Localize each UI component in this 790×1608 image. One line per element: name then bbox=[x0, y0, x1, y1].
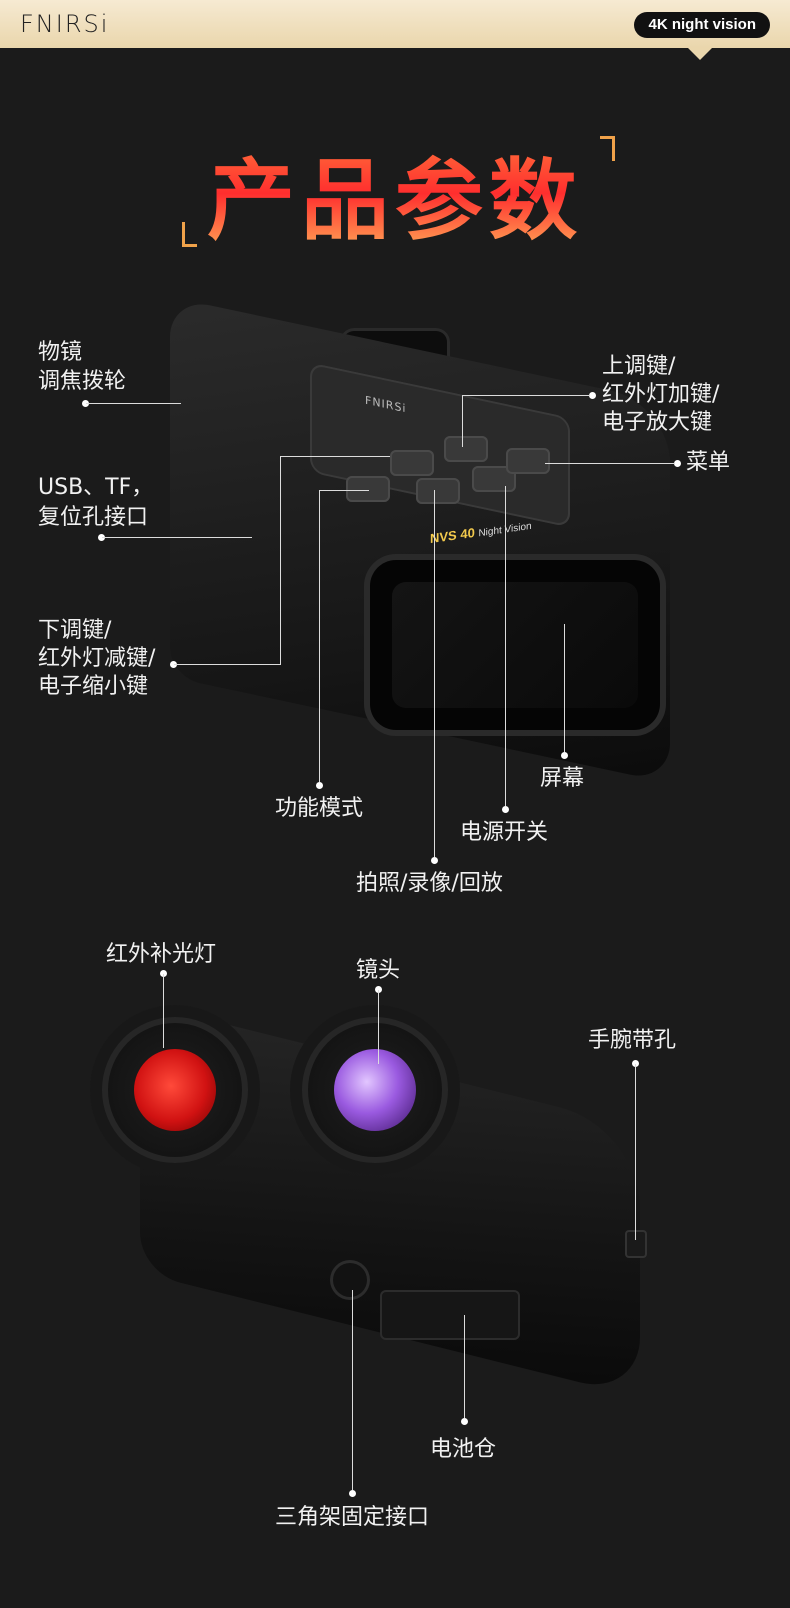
callout-line bbox=[505, 486, 506, 806]
label-lens: 镜头 bbox=[356, 958, 401, 983]
binocular-front-image: FNIRSi NVS 40 Night Vision bbox=[150, 296, 690, 784]
callout-dot bbox=[561, 752, 568, 759]
callout-dot bbox=[674, 460, 681, 467]
callout-line bbox=[280, 456, 390, 457]
label-focus-wheel-2: 调焦拨轮 bbox=[38, 369, 127, 394]
callout-line bbox=[434, 490, 435, 857]
camera-barrel bbox=[290, 1005, 460, 1175]
label-photo: 拍照/录像/回放 bbox=[356, 871, 503, 896]
label-battery: 电池仓 bbox=[430, 1437, 497, 1462]
camera-lens bbox=[334, 1049, 416, 1131]
callout-dot bbox=[98, 534, 105, 541]
title-wrapper: 产品参数 bbox=[0, 130, 790, 257]
up-key bbox=[444, 436, 488, 462]
callout-line bbox=[464, 1315, 465, 1418]
header-bar: FNIRSi 4K night vision bbox=[0, 0, 790, 48]
callout-dot bbox=[502, 806, 509, 813]
callout-line bbox=[319, 490, 369, 491]
callout-dot bbox=[431, 857, 438, 864]
page-title: 产品参数 bbox=[207, 130, 583, 257]
label-up-key-1: 上调键/ bbox=[602, 354, 676, 379]
callout-dot bbox=[461, 1418, 468, 1425]
label-usb-2: 复位孔接口 bbox=[38, 505, 149, 530]
callout-line bbox=[280, 456, 281, 665]
display-screen bbox=[370, 560, 660, 730]
brand-logo: FNIRSi bbox=[20, 10, 110, 38]
title-corner-top-right bbox=[600, 136, 615, 161]
title-corner-bottom-left bbox=[182, 222, 197, 247]
label-down-key-2: 红外灯减键/ bbox=[38, 646, 156, 671]
down-key bbox=[390, 450, 434, 476]
callout-line bbox=[163, 974, 164, 1048]
mode-key bbox=[346, 476, 390, 502]
callout-dot bbox=[349, 1490, 356, 1497]
callout-dot bbox=[82, 400, 89, 407]
callout-line bbox=[352, 1290, 353, 1490]
label-down-key-3: 电子缩小键 bbox=[38, 674, 149, 699]
callout-line bbox=[174, 664, 280, 665]
label-usb-1: USB、TF， bbox=[38, 475, 154, 500]
callout-line bbox=[564, 624, 565, 752]
ir-lens bbox=[134, 1049, 216, 1131]
callout-dot bbox=[632, 1060, 639, 1067]
callout-line bbox=[86, 403, 181, 404]
callout-line bbox=[319, 490, 320, 782]
label-ir-light: 红外补光灯 bbox=[106, 942, 217, 967]
label-up-key-2: 红外灯加键/ bbox=[602, 382, 720, 407]
callout-line bbox=[462, 395, 463, 447]
battery-compartment bbox=[380, 1290, 520, 1340]
feature-badge: 4K night vision bbox=[634, 12, 770, 38]
ir-barrel bbox=[90, 1005, 260, 1175]
label-power: 电源开关 bbox=[460, 820, 549, 845]
callout-dot bbox=[316, 782, 323, 789]
label-function-mode: 功能模式 bbox=[275, 796, 364, 821]
callout-line bbox=[462, 395, 590, 396]
label-down-key-1: 下调键/ bbox=[38, 618, 112, 643]
callout-dot bbox=[589, 392, 596, 399]
callout-line bbox=[635, 1064, 636, 1240]
callout-dot bbox=[375, 986, 382, 993]
photo-key bbox=[416, 478, 460, 504]
binocular-rear-image bbox=[90, 1002, 650, 1398]
label-tripod: 三角架固定接口 bbox=[275, 1505, 430, 1530]
screen-glass bbox=[392, 582, 638, 708]
label-screen: 屏幕 bbox=[540, 766, 585, 791]
callout-dot bbox=[160, 970, 167, 977]
callout-dot bbox=[170, 661, 177, 668]
menu-key bbox=[506, 448, 550, 474]
label-focus-wheel-1: 物镜 bbox=[38, 340, 83, 365]
label-strap-hole: 手腕带孔 bbox=[588, 1028, 677, 1053]
label-menu: 菜单 bbox=[686, 450, 731, 475]
callout-line bbox=[545, 463, 675, 464]
label-up-key-3: 电子放大键 bbox=[602, 410, 713, 435]
badge-pointer bbox=[688, 48, 712, 60]
tripod-mount bbox=[330, 1260, 370, 1300]
callout-line bbox=[102, 537, 252, 538]
callout-line bbox=[378, 990, 379, 1064]
strap-hole bbox=[625, 1230, 647, 1258]
